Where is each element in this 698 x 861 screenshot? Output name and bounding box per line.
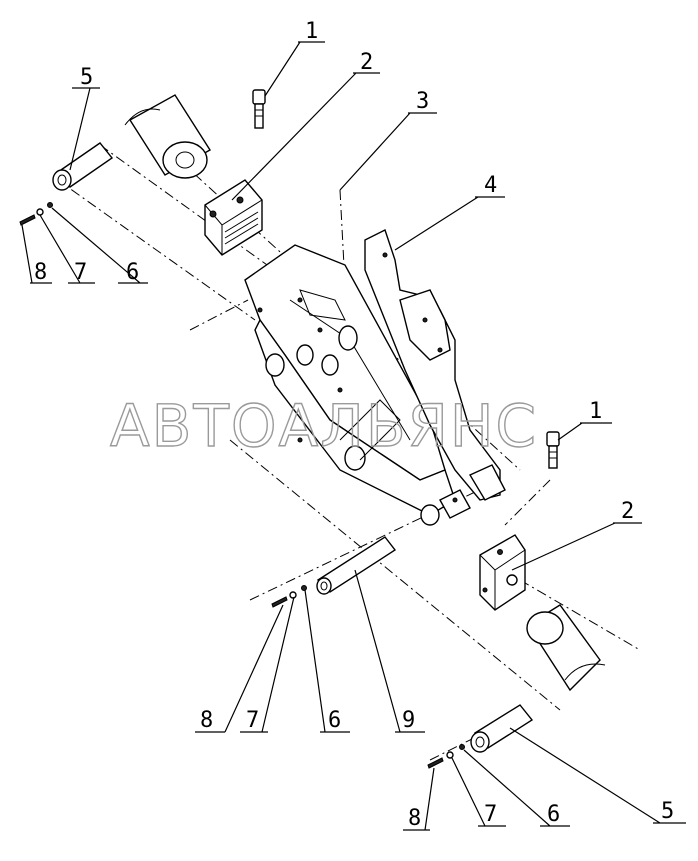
lower-fasteners bbox=[427, 744, 465, 769]
upper-fasteners bbox=[19, 202, 53, 226]
callout-1-upper: 1 bbox=[305, 19, 318, 44]
callout-7-lower: 7 bbox=[484, 802, 497, 827]
middle-pin bbox=[316, 536, 397, 595]
upper-pin bbox=[52, 142, 114, 191]
callout-8-upper: 8 bbox=[34, 260, 47, 285]
callout-9: 9 bbox=[402, 708, 415, 733]
callout-6-upper: 6 bbox=[126, 260, 139, 285]
callout-8-lower: 8 bbox=[408, 806, 421, 831]
middle-fasteners bbox=[271, 585, 307, 608]
callout-6-lower: 6 bbox=[547, 802, 560, 827]
lower-bolt bbox=[546, 431, 560, 469]
upper-bushing bbox=[124, 94, 211, 179]
callout-7-upper: 7 bbox=[74, 260, 87, 285]
callout-7-middle: 7 bbox=[246, 708, 259, 733]
callout-2-lower: 2 bbox=[621, 499, 634, 524]
lower-pin bbox=[470, 704, 534, 753]
lower-bushing bbox=[526, 604, 606, 692]
upper-bolt bbox=[252, 89, 266, 129]
callout-6-middle: 6 bbox=[328, 708, 341, 733]
upper-block bbox=[204, 179, 263, 256]
callout-8-middle: 8 bbox=[200, 708, 213, 733]
callout-2-upper: 2 bbox=[360, 50, 373, 75]
callout-4: 4 bbox=[484, 173, 497, 198]
callout-5-upper: 5 bbox=[80, 65, 93, 90]
callout-5-lower: 5 bbox=[661, 799, 674, 824]
callout-1-lower: 1 bbox=[589, 399, 602, 424]
leader-lines bbox=[21, 41, 686, 831]
lower-block bbox=[479, 534, 526, 611]
watermark: АВТОАЛЬЯНС bbox=[110, 392, 538, 460]
side-plate bbox=[297, 229, 506, 526]
callout-labels: 1 2 3 4 5 8 7 6 1 2 8 7 6 9 8 7 6 5 bbox=[34, 19, 674, 831]
callout-3: 3 bbox=[416, 89, 429, 114]
